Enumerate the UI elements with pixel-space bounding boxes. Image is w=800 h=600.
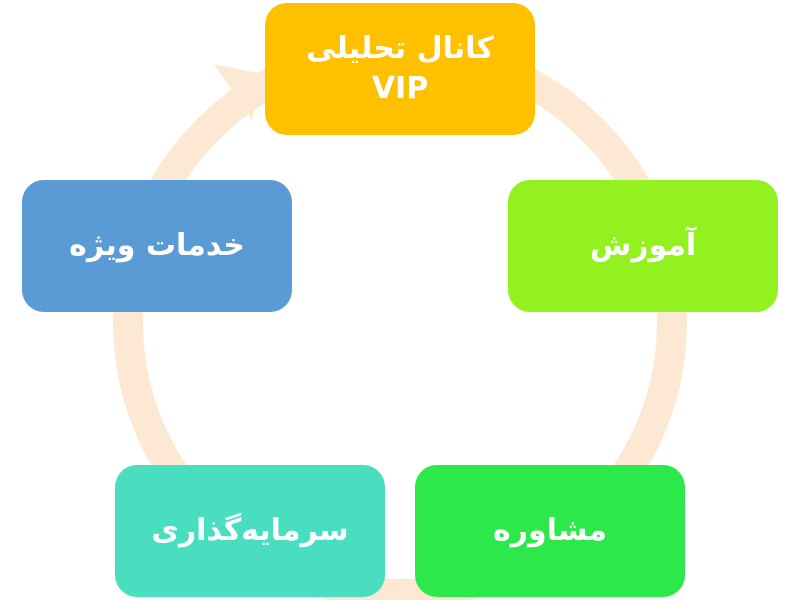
node-label: آموزش	[589, 228, 697, 263]
node-label-vip: VIP	[371, 71, 429, 106]
node-education: آموزش	[508, 180, 778, 312]
node-vip-channel: کانال تحلیلی VIP	[265, 3, 535, 135]
node-label: مشاوره	[493, 513, 607, 548]
node-consulting: مشاوره	[415, 465, 685, 597]
node-label: کانال تحلیلی	[306, 31, 494, 66]
node-label: خدمات ویژه	[69, 228, 245, 263]
node-special-services: خدمات ویژه	[22, 180, 292, 312]
cycle-arrowhead-icon	[214, 64, 262, 120]
node-investment: سرمایه‌گذاری	[115, 465, 385, 597]
node-label: سرمایه‌گذاری	[151, 513, 349, 548]
